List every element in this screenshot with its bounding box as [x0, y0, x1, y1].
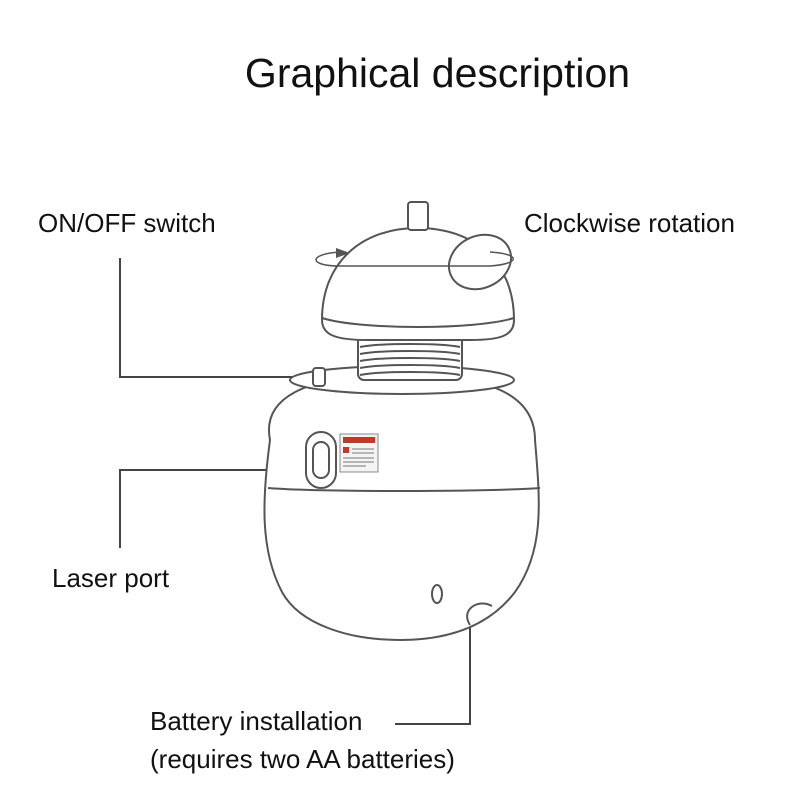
- label-on-off-switch: ON/OFF switch: [38, 208, 216, 238]
- leader-line-battery: [395, 625, 471, 725]
- body-band-line: [267, 487, 541, 492]
- leader-line-on-off: [119, 258, 312, 378]
- label-battery-installation: Battery installation: [150, 706, 363, 736]
- battery-notch: [466, 602, 493, 626]
- device-illustration: [263, 201, 541, 642]
- on-off-switch-nub: [312, 367, 326, 387]
- leader-lines: [119, 258, 471, 725]
- leader-line-laser-port: [119, 469, 302, 548]
- label-clockwise-rotation: Clockwise rotation: [524, 208, 735, 238]
- laser-port-inner: [312, 441, 330, 479]
- rotation-arrow: [315, 251, 514, 267]
- dome-lens: [447, 233, 513, 291]
- page-title: Graphical description: [244, 50, 631, 96]
- rotation-arrowhead: [336, 248, 350, 258]
- warning-sticker: [339, 433, 379, 473]
- top-knob: [407, 201, 429, 231]
- dome-base-line: [321, 317, 515, 328]
- battery-hole: [431, 584, 443, 604]
- label-battery-requirement: (requires two AA batteries): [150, 744, 455, 774]
- label-laser-port: Laser port: [52, 563, 170, 593]
- device-body: [263, 372, 540, 642]
